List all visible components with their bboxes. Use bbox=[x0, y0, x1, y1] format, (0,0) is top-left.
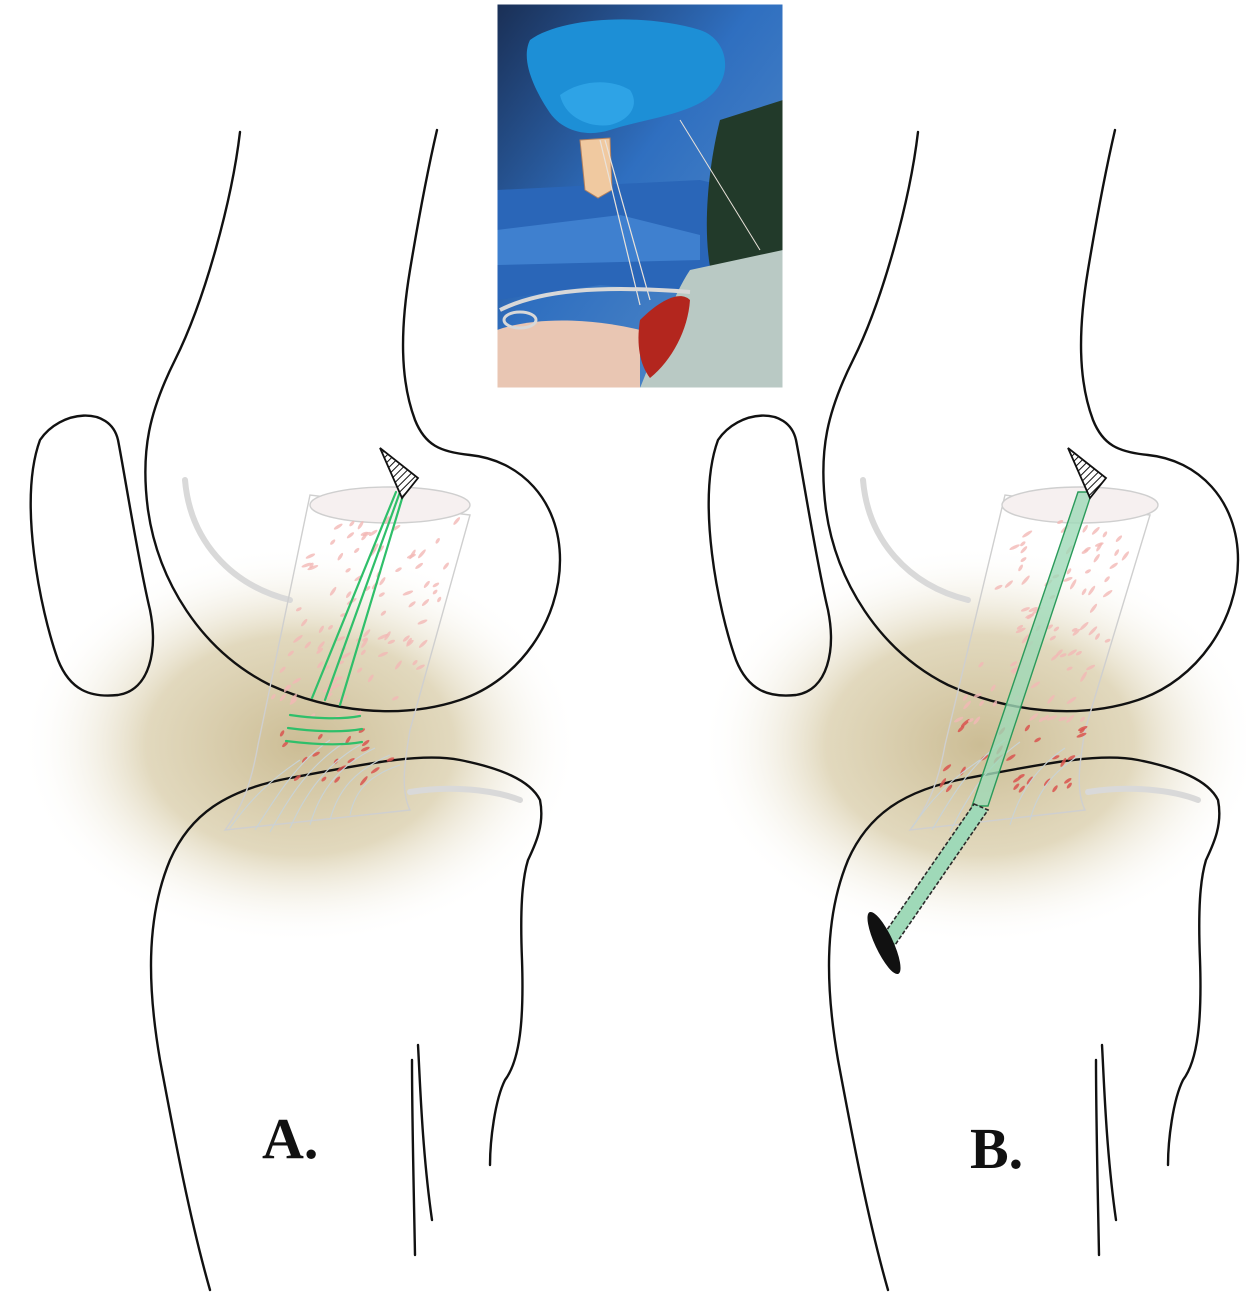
graft-cell bbox=[1113, 549, 1120, 557]
fibula-line-2 bbox=[1096, 1060, 1099, 1255]
graft-cell bbox=[452, 516, 461, 526]
graft-cell bbox=[1021, 529, 1033, 538]
graft-cell bbox=[1109, 562, 1119, 570]
graft-cell bbox=[333, 523, 343, 531]
graft-cell bbox=[1093, 553, 1101, 563]
panel-a: A. bbox=[20, 130, 580, 1290]
graft-cell bbox=[1082, 524, 1089, 533]
joint-space-shading bbox=[700, 545, 1246, 945]
graft-cell bbox=[442, 562, 450, 571]
fibula-line-2 bbox=[412, 1060, 415, 1255]
panel-label-a: A. bbox=[262, 1106, 318, 1171]
graft-cell bbox=[1115, 534, 1123, 542]
graft-cell bbox=[435, 537, 441, 544]
graft-cell bbox=[346, 531, 355, 539]
photo-skin bbox=[497, 321, 640, 388]
graft-cell bbox=[417, 548, 427, 559]
graft-cell bbox=[329, 539, 336, 546]
panel-label-b: B. bbox=[970, 1116, 1023, 1181]
graft-cell bbox=[1091, 526, 1101, 536]
graft-cell bbox=[1102, 531, 1108, 538]
joint-space-shading bbox=[20, 545, 580, 945]
graft-cell bbox=[1019, 540, 1026, 547]
fibula-line-1 bbox=[1102, 1045, 1116, 1220]
fibula-line-1 bbox=[418, 1045, 432, 1220]
intraoperative-photo bbox=[497, 4, 783, 388]
graft-cell bbox=[1121, 550, 1130, 561]
